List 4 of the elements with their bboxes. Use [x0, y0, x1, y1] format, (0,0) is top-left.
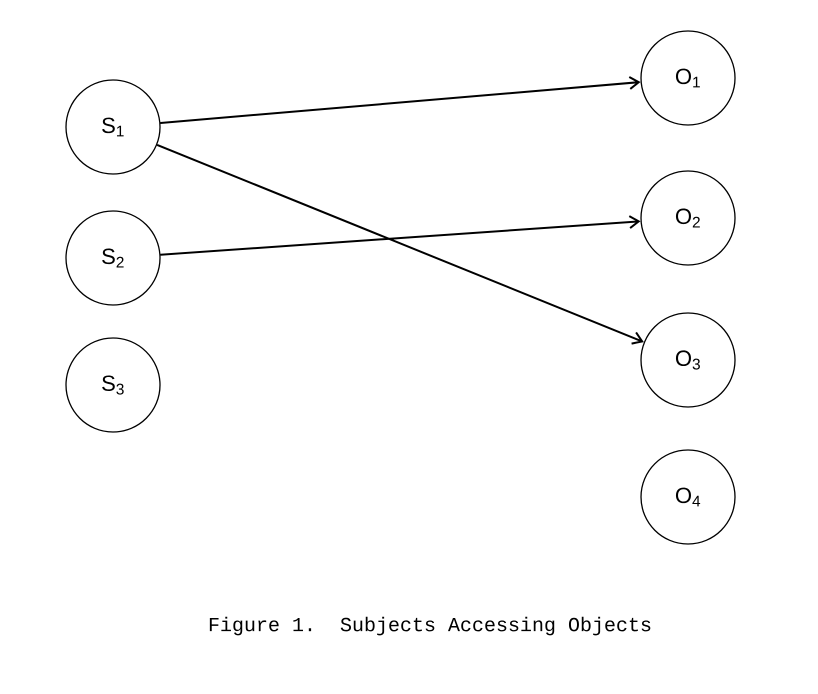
arrow — [156, 144, 644, 345]
arrow — [160, 76, 641, 124]
caption: Figure 1. Subjects Accessing Objects — [210, 616, 650, 636]
arrow — [160, 215, 640, 256]
